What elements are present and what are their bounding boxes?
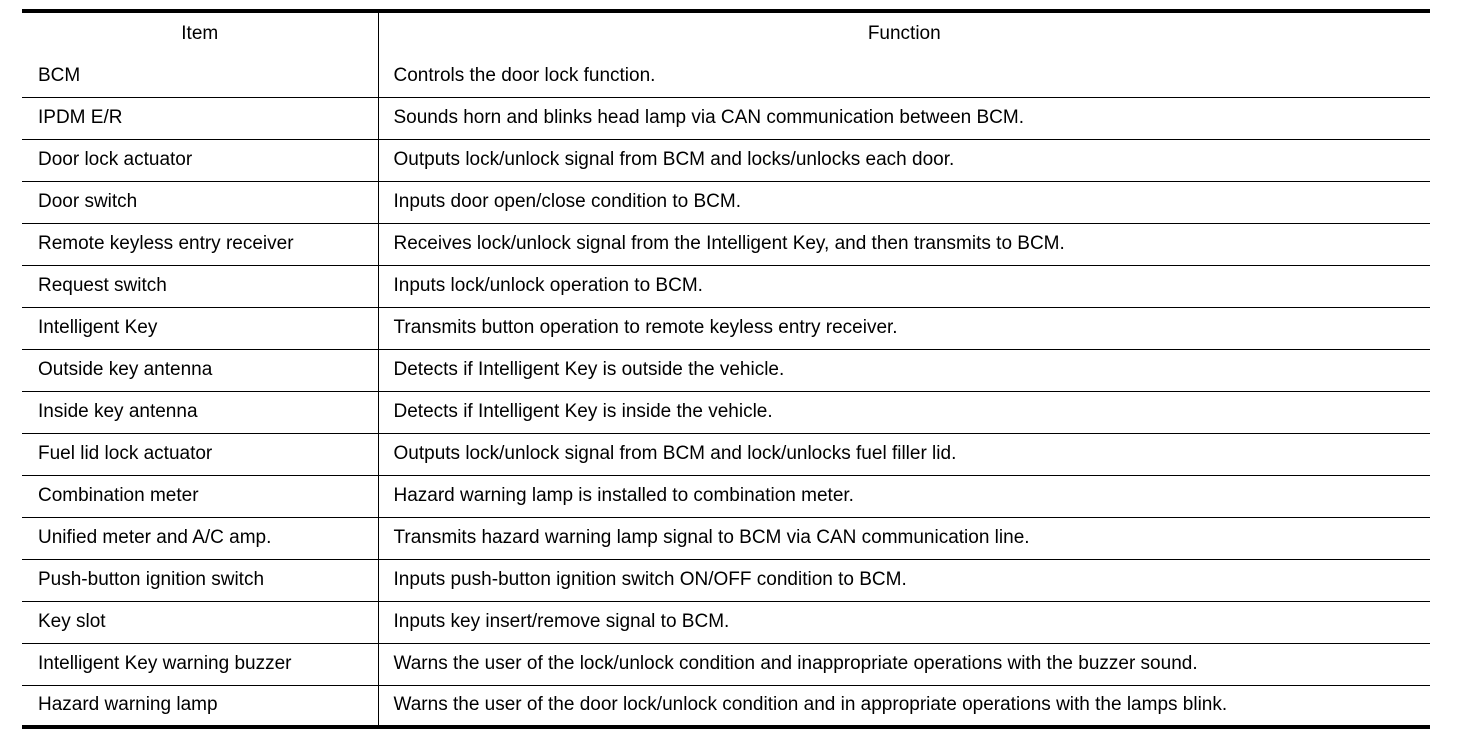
cell-item-text: Fuel lid lock actuator	[38, 443, 213, 465]
cell-item: Request switch	[22, 265, 379, 308]
cell-function: Inputs door open/close condition to BCM.	[378, 181, 1430, 224]
table-row: Intelligent Key Transmits button operatio…	[22, 307, 1430, 350]
cell-item: IPDM E/R	[22, 97, 379, 140]
cell-function-text: Transmits hazard warning lamp signal to …	[393, 527, 1030, 549]
cell-item: Intelligent Key warning buzzer	[22, 643, 379, 686]
table-row: Request switch Inputs lock/unlock operati…	[22, 265, 1430, 308]
cell-item: Hazard warning lamp	[22, 685, 379, 727]
table-row: IPDM E/R Sounds horn and blinks head lamp…	[22, 97, 1430, 140]
cell-function: Receives lock/unlock signal from the Int…	[378, 223, 1430, 266]
cell-item-text: IPDM E/R	[38, 107, 123, 129]
table-row: Remote keyless entry receiver Receives lo…	[22, 223, 1430, 266]
cell-function: Controls the door lock function.	[378, 55, 1430, 98]
component-parts-function-table: Item Function BCM Controls the door lock …	[22, 9, 1430, 729]
cell-function-text: Outputs lock/unlock signal from BCM and …	[393, 443, 957, 465]
cell-function: Detects if Intelligent Key is inside the…	[378, 391, 1430, 434]
cell-item: Key slot	[22, 601, 379, 644]
cell-function-text: Receives lock/unlock signal from the Int…	[393, 233, 1065, 255]
column-header-item: Item	[22, 11, 379, 55]
cell-function-text: Detects if Intelligent Key is outside th…	[393, 359, 785, 381]
table-row: Inside key antenna Detects if Intelligent…	[22, 391, 1430, 434]
cell-item-text: Hazard warning lamp	[38, 694, 218, 716]
cell-item-text: Intelligent Key	[38, 317, 158, 339]
cell-item: Door lock actuator	[22, 139, 379, 182]
cell-function: Transmits hazard warning lamp signal to …	[378, 517, 1430, 560]
cell-item: Fuel lid lock actuator	[22, 433, 379, 476]
cell-item: BCM	[22, 55, 379, 98]
cell-function-text: Inputs key insert/remove signal to BCM.	[393, 611, 730, 633]
cell-item-text: Intelligent Key warning buzzer	[38, 653, 292, 675]
column-header-item-label: Item	[181, 23, 219, 45]
cell-item-text: Push-button ignition switch	[38, 569, 265, 591]
cell-function-text: Inputs push-button ignition switch ON/OF…	[393, 569, 907, 591]
cell-function: Outputs lock/unlock signal from BCM and …	[378, 139, 1430, 182]
cell-item-text: Inside key antenna	[38, 401, 198, 423]
cell-function-text: Inputs door open/close condition to BCM.	[393, 191, 741, 213]
cell-function: Transmits button operation to remote key…	[378, 307, 1430, 350]
cell-function: Inputs lock/unlock operation to BCM.	[378, 265, 1430, 308]
cell-function: Sounds horn and blinks head lamp via CAN…	[378, 97, 1430, 140]
cell-item-text: Door switch	[38, 191, 138, 213]
table-row: Outside key antenna Detects if Intelligen…	[22, 349, 1430, 392]
cell-item-text: Combination meter	[38, 485, 199, 507]
table-row: BCM Controls the door lock function.	[22, 55, 1430, 98]
table-row: Combination meter Hazard warning lamp is …	[22, 475, 1430, 518]
cell-item: Inside key antenna	[22, 391, 379, 434]
cell-function-text: Outputs lock/unlock signal from BCM and …	[393, 149, 955, 171]
cell-function: Inputs push-button ignition switch ON/OF…	[378, 559, 1430, 602]
cell-function: Warns the user of the lock/unlock condit…	[378, 643, 1430, 686]
cell-item-text: Outside key antenna	[38, 359, 213, 381]
table-body: BCM Controls the door lock function. IPDM …	[22, 55, 1430, 727]
table-row: Fuel lid lock actuator Outputs lock/unloc…	[22, 433, 1430, 476]
cell-item: Combination meter	[22, 475, 379, 518]
cell-item: Push-button ignition switch	[22, 559, 379, 602]
table-header: Item Function	[22, 11, 1430, 55]
table-row: Key slot Inputs key insert/remove signal …	[22, 601, 1430, 644]
cell-function-text: Hazard warning lamp is installed to comb…	[393, 485, 854, 507]
table-row: Hazard warning lamp Warns the user of the…	[22, 685, 1430, 727]
cell-function-text: Warns the user of the door lock/unlock c…	[393, 694, 1228, 716]
cell-item-text: Request switch	[38, 275, 167, 297]
column-header-function: Function	[378, 11, 1430, 55]
cell-function-text: Controls the door lock function.	[393, 64, 656, 86]
cell-item: Outside key antenna	[22, 349, 379, 392]
cell-function-text: Transmits button operation to remote key…	[393, 317, 898, 339]
cell-function: Outputs lock/unlock signal from BCM and …	[378, 433, 1430, 476]
table-container: Item Function BCM Controls the door lock …	[22, 9, 1430, 729]
cell-item: Unified meter and A/C amp.	[22, 517, 379, 560]
table-row: Intelligent Key warning buzzer Warns the …	[22, 643, 1430, 686]
table-row: Door lock actuator Outputs lock/unlock si…	[22, 139, 1430, 182]
cell-function: Inputs key insert/remove signal to BCM.	[378, 601, 1430, 644]
cell-function-text: Inputs lock/unlock operation to BCM.	[393, 275, 703, 297]
cell-item: Intelligent Key	[22, 307, 379, 350]
cell-item: Door switch	[22, 181, 379, 224]
cell-function-text: Sounds horn and blinks head lamp via CAN…	[393, 107, 1025, 129]
cell-item-text: BCM	[38, 64, 81, 86]
table-header-row: Item Function	[22, 11, 1430, 55]
cell-function: Detects if Intelligent Key is outside th…	[378, 349, 1430, 392]
cell-item: Remote keyless entry receiver	[22, 223, 379, 266]
table-row: Door switch Inputs door open/close condit…	[22, 181, 1430, 224]
cell-function: Warns the user of the door lock/unlock c…	[378, 685, 1430, 727]
cell-function-text: Detects if Intelligent Key is inside the…	[393, 401, 773, 423]
table-row: Push-button ignition switch Inputs push-b…	[22, 559, 1430, 602]
cell-function: Hazard warning lamp is installed to comb…	[378, 475, 1430, 518]
table-row: Unified meter and A/C amp. Transmits haza…	[22, 517, 1430, 560]
cell-function-text: Warns the user of the lock/unlock condit…	[393, 653, 1198, 675]
cell-item-text: Unified meter and A/C amp.	[38, 527, 272, 549]
cell-item-text: Key slot	[38, 611, 106, 633]
cell-item-text: Door lock actuator	[38, 149, 193, 171]
column-header-function-label: Function	[867, 23, 941, 45]
cell-item-text: Remote keyless entry receiver	[38, 233, 294, 255]
